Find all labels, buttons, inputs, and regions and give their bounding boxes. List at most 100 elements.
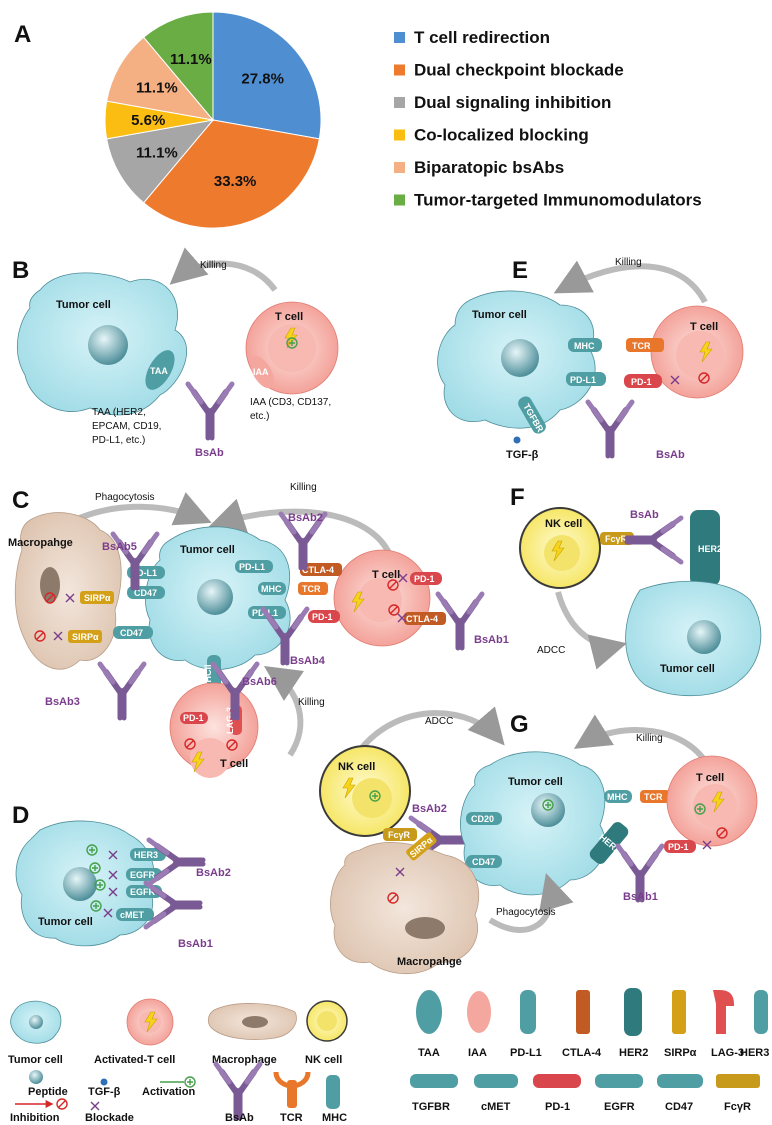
legend-bsab: BsAb bbox=[225, 1112, 254, 1124]
pie-slice bbox=[106, 119, 215, 204]
t-cell-label-e: T cell bbox=[690, 321, 718, 333]
mhc-label-e: MHC bbox=[574, 341, 595, 351]
nk-nucleus-f bbox=[544, 535, 580, 571]
panel-letter-g: G bbox=[510, 711, 529, 738]
pie-slice-label: 11.1% bbox=[170, 51, 212, 68]
pie-slice-label: 11.1% bbox=[136, 80, 178, 97]
bsab2-antibody-d bbox=[149, 840, 203, 884]
legend-tgfbr: TGFBR bbox=[412, 1101, 450, 1113]
taa-note-3: PD-L1, etc.) bbox=[92, 435, 145, 446]
legend-swatch bbox=[394, 162, 405, 173]
taa-note-1: TAA (HER2, bbox=[92, 407, 146, 418]
adcc-arrow-f bbox=[555, 591, 627, 670]
iaa-label: IAA bbox=[253, 367, 269, 377]
taa-antigen bbox=[145, 350, 175, 390]
legend-her2-icon bbox=[624, 988, 642, 1036]
tumor-nucleus bbox=[88, 325, 128, 365]
legend-cmet-icon bbox=[474, 1074, 518, 1088]
pie-slice-label: 27.8% bbox=[241, 70, 284, 87]
bsab-label-f: BsAb bbox=[630, 509, 659, 521]
mhc-g bbox=[604, 790, 632, 803]
bsab4-label: BsAb4 bbox=[290, 655, 326, 667]
legend-ctla4-icon bbox=[576, 990, 590, 1034]
legend-egfr: EGFR bbox=[604, 1101, 635, 1113]
tcr-label-g: TCR bbox=[644, 792, 663, 802]
legend-tcr-icon bbox=[287, 1080, 297, 1108]
bsab2-label-d: BsAb2 bbox=[196, 867, 231, 879]
mhc-e bbox=[568, 338, 602, 352]
killing-arrow bbox=[169, 247, 278, 292]
legend-pd1-icon bbox=[533, 1074, 581, 1088]
pd1-label-g: PD-1 bbox=[668, 842, 689, 852]
pdl1-label-c-top: PD-L1 bbox=[239, 562, 265, 572]
tcr-c bbox=[298, 582, 328, 595]
adcc-label-f: ADCC bbox=[537, 645, 565, 656]
legend-peptide-icon bbox=[29, 1070, 43, 1084]
phagocytosis-label-g: Phagocytosis bbox=[496, 907, 555, 918]
her3-d bbox=[130, 848, 166, 861]
pie-slice-label: 33.3% bbox=[214, 173, 257, 190]
her3-label-d: HER3 bbox=[134, 850, 158, 860]
legend-macrophage-nucleus-icon bbox=[242, 1016, 268, 1028]
pd1-c-left bbox=[308, 610, 340, 623]
tumor-nucleus-e bbox=[501, 339, 539, 377]
ctla4-label-c-top: CTLA-4 bbox=[302, 565, 334, 575]
ctla4-c-right bbox=[404, 612, 446, 625]
t-cell-label-g: T cell bbox=[696, 772, 724, 784]
bsab-label-e: BsAb bbox=[656, 449, 685, 461]
legend-cd47: CD47 bbox=[665, 1101, 693, 1113]
legend-bsab-icon bbox=[216, 1064, 260, 1118]
pd1-e bbox=[624, 374, 662, 388]
macrophage-label-g: Macropahge bbox=[397, 956, 462, 968]
legend-entry: Dual checkpoint blockade bbox=[414, 61, 624, 80]
tumor-nucleus-d bbox=[63, 867, 97, 901]
legend: Tumor cell Activated-T cell Macrophage N… bbox=[8, 988, 769, 1124]
panel-letter-e: E bbox=[512, 257, 528, 284]
panel-letter-d: D bbox=[12, 802, 29, 829]
phagocytosis-arrow-g bbox=[488, 873, 574, 933]
bsab-label: BsAb bbox=[195, 447, 224, 459]
pie-slice bbox=[106, 36, 215, 121]
panel-letter-b: B bbox=[12, 257, 29, 284]
legend-cd47-icon bbox=[657, 1074, 703, 1088]
tgfb-label-e: TGF-β bbox=[506, 449, 539, 461]
lag3-label-c: LAG-3 bbox=[225, 707, 235, 734]
legend-tgfb-icon bbox=[100, 1078, 108, 1086]
pd1-label-e: PD-1 bbox=[631, 377, 652, 387]
pie-slice bbox=[142, 119, 320, 229]
sirpa-label-c-top: SIRPα bbox=[84, 593, 111, 603]
legend-fcyr-icon bbox=[716, 1074, 760, 1088]
legend-swatch bbox=[394, 194, 405, 206]
her2-label-f: HER2 bbox=[698, 544, 722, 554]
legend-taa-icon bbox=[416, 990, 442, 1034]
her2-receptor bbox=[690, 510, 720, 586]
bsab6-label: BsAb6 bbox=[242, 676, 277, 688]
legend-her2: HER2 bbox=[619, 1047, 648, 1059]
egfr-d-1 bbox=[126, 868, 162, 881]
legend-entry: T cell redirection bbox=[414, 28, 550, 47]
tumor-nucleus-f bbox=[687, 620, 721, 654]
legend-lag3: LAG-3 bbox=[711, 1047, 744, 1059]
legend-activation: Activation bbox=[142, 1086, 195, 1098]
pie-slice bbox=[142, 11, 214, 122]
fcyr-g bbox=[383, 828, 417, 841]
egfr-label-d-2: EGFR bbox=[130, 887, 156, 897]
tgfb-molecule bbox=[513, 436, 521, 444]
pie-slice-label: 5.6% bbox=[131, 112, 165, 129]
legend-swatch bbox=[394, 64, 405, 76]
tcr-label-e: TCR bbox=[632, 341, 651, 351]
iaa-antigen bbox=[250, 355, 274, 389]
egfr-label-d-1: EGFR bbox=[130, 870, 156, 880]
pdl1-c-top bbox=[235, 560, 273, 573]
tcr-e bbox=[626, 338, 664, 352]
legend-peptide: Peptide bbox=[28, 1086, 68, 1098]
mhcii-label-c: MHCII bbox=[203, 665, 213, 691]
legend-cmet: cMET bbox=[481, 1101, 511, 1113]
pd1-label-c-right: PD-1 bbox=[414, 574, 435, 584]
panel-letter-c: C bbox=[12, 487, 29, 514]
fcyr-label-f: FcγR bbox=[605, 534, 628, 544]
iaa-note-2: etc.) bbox=[250, 411, 269, 422]
cd20-g bbox=[466, 812, 502, 825]
legend-entry: Co-localized blocking bbox=[414, 126, 589, 145]
